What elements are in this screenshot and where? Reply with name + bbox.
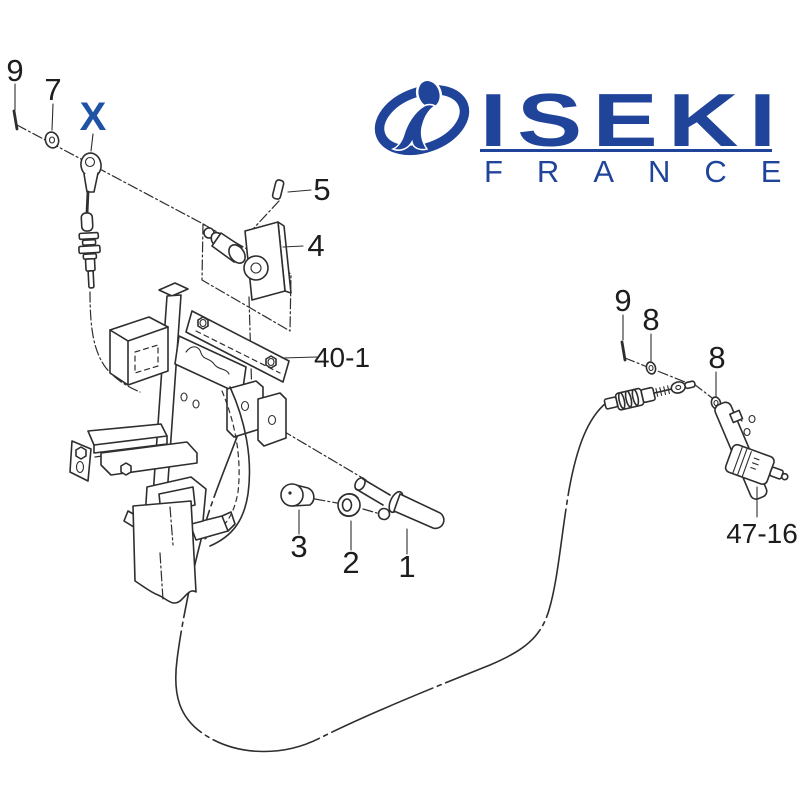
axis-grommet-lever — [362, 508, 378, 514]
flange-slot — [75, 460, 85, 474]
label-4: 4 — [307, 228, 324, 263]
label-8-upper: 8 — [642, 302, 659, 337]
label-3: 3 — [290, 529, 307, 564]
grommet-part-2 — [337, 493, 361, 517]
solenoid-body — [724, 443, 789, 486]
pedal-sheet — [132, 500, 197, 604]
logo-region-text: FRANCE — [484, 154, 800, 189]
cable-wire — [85, 190, 90, 215]
lever-bracket-part-4 — [203, 221, 292, 301]
contour-cutout — [185, 346, 230, 375]
lower-channel — [100, 441, 198, 476]
pin-left-part — [12, 109, 19, 131]
top-plate-hidden-edge — [195, 330, 281, 374]
eyelet-neck — [83, 172, 99, 193]
curved-sheet-outer — [209, 386, 251, 547]
post-cap — [158, 282, 189, 297]
hex-bolt — [75, 446, 87, 460]
knob-part-3 — [280, 483, 315, 507]
cotter-pin-part — [271, 179, 285, 200]
iseki-logo-mark-icon — [374, 78, 470, 156]
cable-end-right — [603, 380, 696, 411]
strip-hole — [748, 414, 756, 424]
plate-hole — [267, 414, 277, 426]
strip-hole — [743, 427, 751, 437]
label-7: 7 — [44, 72, 61, 107]
axis-cotter-pin — [252, 200, 280, 230]
sheet-centerline — [159, 552, 164, 601]
cable-x-assembly — [78, 152, 102, 289]
label-40-1: 40-1 — [314, 342, 370, 373]
label-8-lower: 8 — [708, 340, 725, 375]
cross-arm — [87, 423, 168, 446]
label-x-highlight: X — [80, 95, 107, 139]
small-hole — [192, 399, 200, 409]
washer-7 — [44, 131, 60, 149]
solenoid-47-16 — [714, 401, 789, 500]
label-leaders — [14, 83, 758, 555]
hex-bolt — [120, 462, 132, 476]
label-9-left: 9 — [6, 53, 23, 88]
eyelet-hole — [84, 156, 96, 168]
side-plate-b — [257, 392, 287, 447]
throttle-cable — [175, 393, 607, 753]
part-labels: 9 7 X 5 4 40-1 3 2 1 9 8 8 47-16 — [6, 53, 797, 584]
label-47-16: 47-16 — [726, 518, 798, 549]
label-1: 1 — [398, 549, 415, 584]
cable-adjuster — [78, 212, 101, 289]
lever-part-1 — [354, 477, 445, 530]
hex-bolt — [265, 355, 277, 369]
iseki-logo: ISEKI FRANCE — [374, 78, 800, 189]
hex-bolt — [197, 316, 209, 330]
pin-right-part — [620, 340, 627, 362]
sheet-foot-tab — [221, 511, 236, 532]
label-2: 2 — [342, 545, 359, 580]
curved-sheet-inner — [204, 390, 240, 540]
plate-hole — [240, 400, 250, 412]
sheet-centerline — [169, 506, 174, 546]
label-9-right: 9 — [614, 283, 631, 318]
roller-shaft — [203, 227, 269, 281]
axis-cable-into-bracket — [89, 291, 141, 393]
left-box-edges — [109, 326, 169, 386]
axis-knob-grommet — [314, 498, 338, 504]
bracket-tab — [729, 409, 744, 424]
small-hole — [180, 392, 188, 402]
washer-8-upper — [645, 361, 657, 375]
left-box-hidden — [134, 344, 159, 374]
label-5: 5 — [313, 172, 330, 207]
logo-divider — [480, 149, 772, 152]
logo-brand-text: ISEKI — [480, 79, 787, 163]
mount-bracket-40-1 — [69, 282, 290, 604]
